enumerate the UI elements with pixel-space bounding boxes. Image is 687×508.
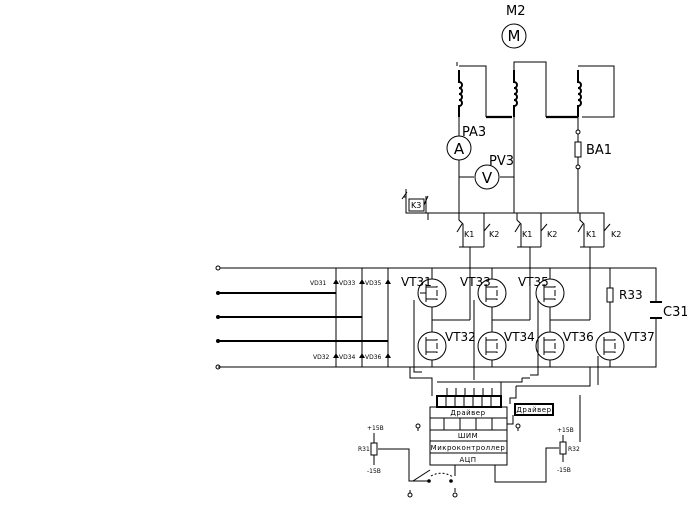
transistor-vt32: VT32 — [417, 330, 476, 361]
transistor-vt33-label: VT33 — [460, 275, 491, 289]
capacitor-label: C31 — [663, 305, 687, 320]
driver-to-pwm-bus — [429, 417, 508, 431]
ammeter-pa3: A PA3 — [446, 125, 486, 161]
transistor-vt37-label: VT37 — [624, 330, 655, 344]
diode-vd31-symbol — [333, 279, 339, 284]
resistor-r33: R33 — [606, 287, 643, 303]
contactor-k2-label-2: K2 — [547, 230, 557, 239]
transistor-vt36-label: VT36 — [563, 330, 594, 344]
coil-2 — [513, 70, 518, 117]
pot-r32-plus: +15В — [557, 427, 574, 434]
pot-r32-label: R32 — [568, 446, 580, 453]
diode-vd34-label: VD34 — [339, 354, 356, 361]
voltmeter-symbol: V — [482, 169, 493, 187]
diode-vd34-symbol — [359, 353, 365, 358]
diode-vd36-label: VD36 — [365, 354, 382, 361]
control-pins — [415, 423, 521, 431]
ammeter-label: PA3 — [462, 125, 486, 140]
adc-output-wiring — [407, 447, 559, 498]
contactor-group-1: K1 K2 — [456, 213, 499, 248]
adc-label: АЦП — [460, 456, 477, 464]
voltmeter-circle — [474, 164, 500, 190]
sensor-label: BA1 — [586, 143, 612, 158]
diode-vd32-label: VD32 — [313, 354, 330, 361]
block-adc: АЦП — [429, 452, 508, 466]
winding-frame-left — [456, 62, 487, 117]
diode-vd35-symbol — [385, 279, 391, 284]
diode-vd36-symbol — [385, 353, 391, 358]
transistor-vt33: VT33 — [460, 275, 507, 308]
k3-switch — [423, 195, 429, 213]
transistor-vt32-label: VT32 — [445, 330, 476, 344]
motor-m2: M M2 — [501, 4, 527, 49]
sensor-terminal-top — [575, 129, 581, 135]
voltmeter-pv3: V PV3 — [459, 154, 514, 190]
contactor-group-3: K1 K2 — [577, 213, 621, 248]
ammeter-circle — [446, 135, 472, 161]
sensor-terminal-bottom — [575, 164, 581, 170]
coil-1 — [458, 70, 463, 117]
transistor-vt35: VT35 — [518, 275, 565, 308]
motor-windings — [456, 61, 615, 119]
terminal-6 — [215, 364, 221, 370]
dc-bus-negative — [218, 318, 657, 368]
diode-vd35-label: VD35 — [365, 280, 382, 287]
block-pwm: ШИМ — [429, 429, 508, 442]
sensor-body — [574, 141, 582, 158]
phase-lines — [458, 117, 579, 213]
mcu-label: Микроконтроллер — [431, 444, 506, 452]
transistor-vt34: VT34 — [477, 330, 535, 361]
block-driver-main: Драйвер — [429, 406, 508, 419]
k3-label: K3 — [411, 201, 421, 210]
driver-main-label: Драйвер — [450, 409, 485, 417]
driver-aux-label: Драйвер — [516, 406, 551, 414]
block-driver-aux: Драйвер — [507, 386, 554, 425]
contactor-k2-label-3: K2 — [611, 230, 621, 239]
coil-3 — [577, 70, 582, 117]
dc-bus — [215, 265, 657, 370]
transistor-vt34-label: VT34 — [504, 330, 535, 344]
motor-circle — [501, 23, 527, 49]
ammeter-symbol: A — [454, 140, 465, 158]
contactor-k1-label-2: K1 — [522, 230, 532, 239]
gate-drive-bus — [409, 367, 591, 408]
sensor-ba1: BA1 — [574, 129, 612, 170]
block-mcu: Микроконтроллер — [429, 440, 508, 454]
winding-frame-mid — [513, 61, 547, 117]
dc-bus-positive — [220, 267, 657, 302]
resistor-r33-label: R33 — [619, 288, 643, 302]
contactor-k1-label: K1 — [464, 230, 474, 239]
pot-r31-label: R31 — [358, 446, 370, 453]
transistor-vt37: VT37 — [595, 330, 655, 361]
contactor-k1-label-3: K1 — [586, 230, 596, 239]
motor-label: M2 — [506, 4, 526, 19]
pot-r31: +15В R31 -15В — [358, 425, 413, 482]
pwm-label: ШИМ — [458, 432, 478, 440]
transistor-vt35-label: VT35 — [518, 275, 549, 289]
pot-r32: +15В R32 -15В — [557, 395, 581, 474]
capacitor-c31: C31 — [650, 301, 687, 320]
diode-vd33-symbol — [359, 279, 365, 284]
diodes: VD31 VD33 VD35 VD32 VD34 VD36 — [310, 279, 391, 361]
diode-vd33-label: VD33 — [339, 280, 356, 287]
transistor-vt31: VT31 — [401, 275, 447, 308]
terminal-1 — [215, 265, 221, 271]
diode-vd31-label: VD31 — [310, 280, 327, 287]
pot-r31-minus: -15В — [367, 468, 381, 475]
contactor-k2-label: K2 — [489, 230, 499, 239]
contactor-group-2: K1 K2 — [514, 213, 557, 248]
inverter-wiring — [413, 268, 611, 385]
contactor-bus-top — [406, 212, 605, 232]
voltmeter-label: PV3 — [489, 154, 514, 169]
k3-contact: K3 — [401, 189, 605, 232]
motor-symbol: M — [508, 27, 521, 45]
inverter-phase-drops — [469, 247, 591, 320]
transistor-vt36: VT36 — [535, 330, 594, 361]
pot-r32-minus: -15В — [557, 467, 571, 474]
winding-frame-right — [578, 65, 615, 118]
transistor-vt31-label: VT31 — [401, 275, 432, 289]
pot-r31-plus: +15В — [367, 425, 384, 432]
diode-vd32-symbol — [333, 353, 339, 358]
